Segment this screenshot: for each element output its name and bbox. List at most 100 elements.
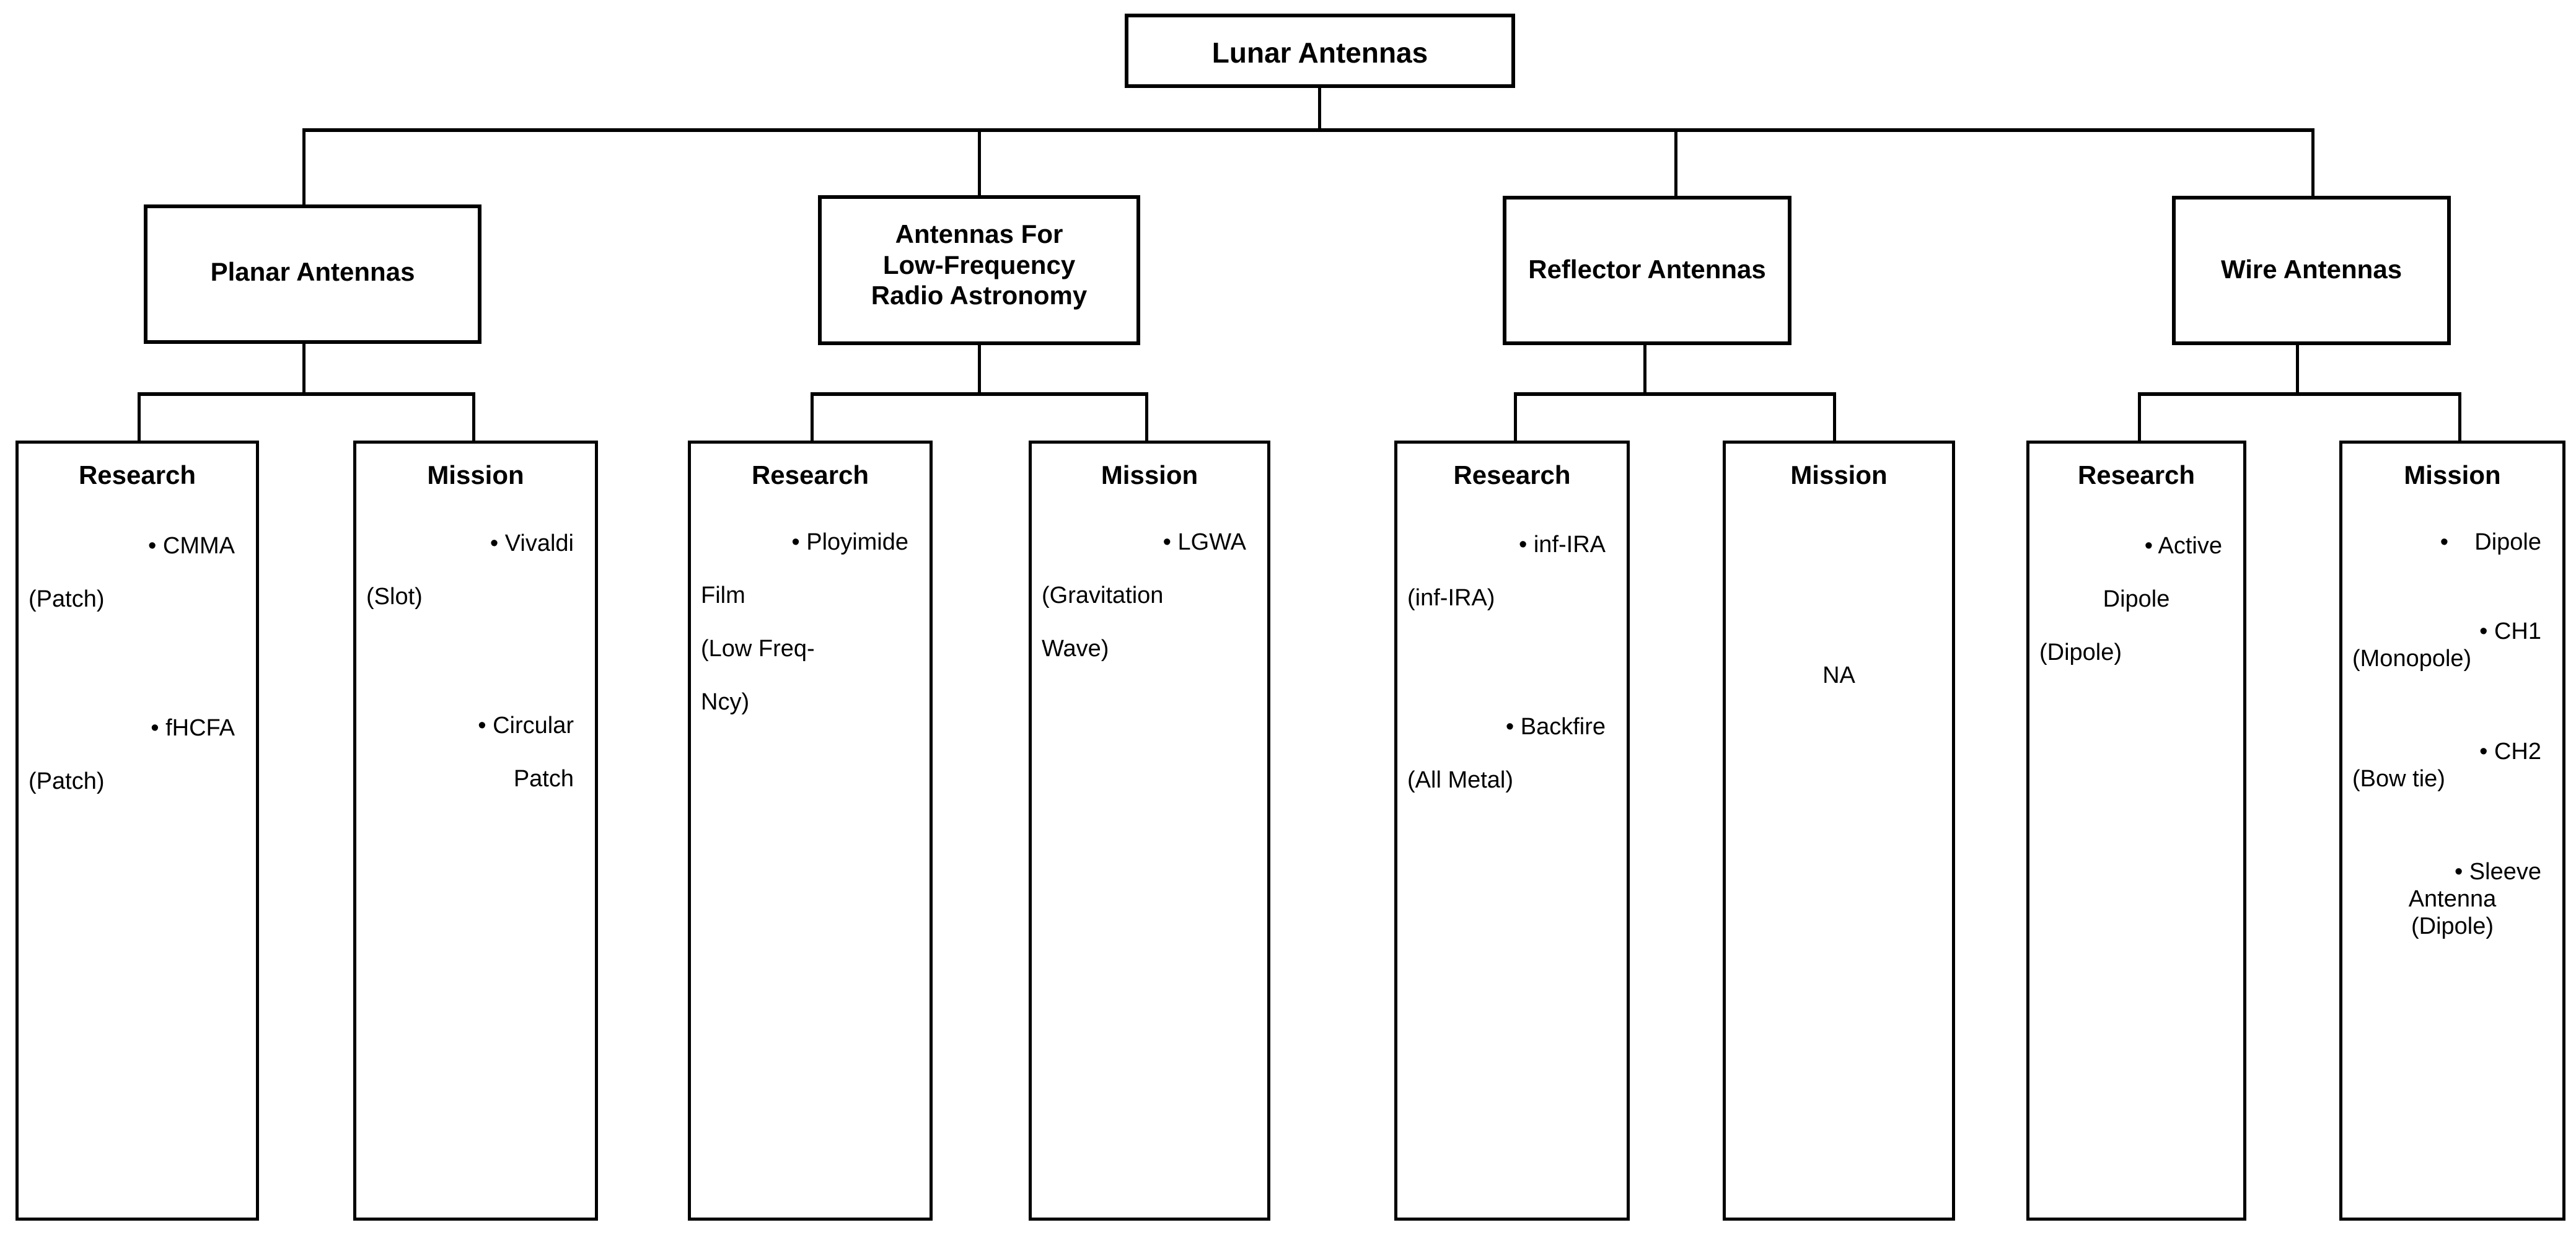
leaf-line: Dipole [2103,586,2170,612]
leaf-line-spacer [356,608,595,714]
leaf-line: (Patch) [29,768,105,794]
leaf-line-spacer [1032,554,1267,584]
leaf-low-frequency-mission-heading: Mission [1101,460,1198,489]
leaf-planar-research[interactable]: Research • CMMA (Patch) • fHCFA (Patch) [15,441,259,1221]
node-reflector-antennas[interactable]: Reflector Antennas [1503,196,1791,345]
leaf-line: • CMMA [148,533,235,559]
leaf-line: • inf-IRA [1519,532,1606,558]
leaf-line: • LGWA [1163,529,1246,555]
node-low-frequency-line-1: Antennas For [895,219,1063,248]
leaf-line-spacer [691,607,930,637]
leaf-line-spacer [2342,670,2562,740]
leaf-line-spacer [19,740,256,770]
connector-planar-drop [302,344,306,393]
leaf-wire-mission-heading: Mission [2404,460,2501,489]
leaf-planar-research-body: • CMMA (Patch) • fHCFA (Patch) [19,534,256,793]
connector-reflector-to-research [1514,392,1517,442]
leaf-line: Film [701,582,745,608]
leaf-line: • Ployimide [791,529,908,555]
leaf-line: • fHCFA [151,715,235,741]
connector-planar-bus [138,392,475,396]
connector-planar-to-research [138,392,141,442]
leaf-reflector-research[interactable]: Research • inf-IRA (inf-IRA) • Backfire … [1394,441,1630,1221]
leaf-wire-research-body: • Active Dipole (Dipole) [2029,534,2243,664]
node-lunar-antennas-label: Lunar Antennas [1211,37,1428,69]
node-planar-antennas-label: Planar Antennas [210,257,415,286]
leaf-line: (Dipole) [2411,913,2494,939]
leaf-line-spacer [691,661,930,690]
leaf-line: (Patch) [29,586,105,612]
leaf-reflector-research-heading: Research [1453,460,1571,489]
connector-bus-to-planar [302,128,306,206]
leaf-planar-research-heading: Research [78,460,196,489]
leaf-line-spacer [691,554,930,584]
leaf-line: Wave) [1042,636,1109,662]
leaf-line-spacer [356,555,595,585]
leaf-line: (Dipole) [2039,639,2122,665]
leaf-line: • Circular [478,713,574,739]
leaf-line-spacer [2342,791,2562,860]
node-lunar-antennas[interactable]: Lunar Antennas [1125,14,1515,88]
node-low-frequency-line-2: Low-Frequency [882,250,1076,279]
leaf-line-spacer [1397,556,1627,586]
leaf-line: • Sleeve [2454,859,2541,885]
node-low-frequency-antennas-label: Antennas For Low-Frequency Radio Astrono… [822,219,1136,311]
leaf-line-spacer [2029,558,2243,587]
node-planar-antennas[interactable]: Planar Antennas [144,204,481,344]
leaf-low-frequency-mission-body: • LGWA (Gravitation Wave) [1032,530,1267,661]
leaf-line: NA [1822,662,1855,688]
connector-low-frequency-drop [978,345,981,393]
connector-wire-drop [2296,345,2299,393]
node-wire-antennas[interactable]: Wire Antennas [2172,196,2451,345]
leaf-line-spacer [2342,554,2562,620]
leaf-low-frequency-research[interactable]: Research • Ployimide Film (Low Freq- Ncy… [688,441,933,1221]
connector-wire-to-research [2138,392,2141,442]
leaf-wire-research[interactable]: Research • Active Dipole (Dipole) [2026,441,2246,1221]
connector-bus-to-wire [2311,128,2314,196]
leaf-reflector-mission[interactable]: Mission NA [1723,441,1955,1221]
leaf-line: • Active [2144,533,2222,559]
leaf-line: Antenna [2408,886,2497,912]
connector-reflector-to-mission [1833,392,1836,442]
leaf-line: Ncy) [701,689,750,715]
leaf-line: (Gravitation [1042,582,1164,608]
leaf-line-spacer [356,737,595,767]
leaf-line: (inf-IRA) [1407,585,1495,611]
connector-reflector-bus [1514,392,1836,396]
connector-root-drop [1318,88,1321,130]
connector-wire-to-mission [2458,392,2461,442]
connector-wire-bus [2138,392,2461,396]
node-low-frequency-line-3: Radio Astronomy [871,281,1088,310]
leaf-line: (Bow tie) [2352,766,2445,792]
leaf-wire-mission[interactable]: Mission • Dipole • CH1 (Monopole) • CH2 … [2339,441,2565,1221]
leaf-wire-research-heading: Research [2077,460,2196,489]
leaf-low-frequency-mission[interactable]: Mission • LGWA (Gravitation Wave) [1029,441,1270,1221]
leaf-line-spacer [1397,739,1627,768]
leaf-line-spacer [2029,611,2243,641]
leaf-low-frequency-research-body: • Ployimide Film (Low Freq- Ncy) [691,530,930,714]
connector-low-frequency-to-mission [1145,392,1148,442]
leaf-reflector-mission-heading: Mission [1790,460,1888,489]
connector-bus-to-reflector [1674,128,1677,196]
connector-low-frequency-to-research [811,392,814,442]
connector-low-frequency-bus [811,392,1148,396]
leaf-line-spacer [1032,607,1267,637]
leaf-line-spacer [19,611,256,716]
leaf-line: • CH1 [2479,618,2541,644]
leaf-line: (All Metal) [1407,767,1514,793]
leaf-reflector-research-body: • inf-IRA (inf-IRA) • Backfire (All Meta… [1397,533,1627,792]
node-low-frequency-antennas[interactable]: Antennas For Low-Frequency Radio Astrono… [818,195,1140,345]
leaf-line-spacer [1397,610,1627,715]
leaf-line: (Monopole) [2352,646,2472,672]
leaf-planar-mission-body: • Vivaldi (Slot) • Circular Patch [356,532,595,791]
node-reflector-antennas-label: Reflector Antennas [1528,255,1766,284]
leaf-low-frequency-research-heading: Research [751,460,869,489]
leaf-line: • Dipole [2440,529,2541,555]
leaf-line: Patch [513,766,574,792]
leaf-line-spacer [19,558,256,587]
connector-level2-bus [302,128,2313,132]
leaf-line: • Vivaldi [490,530,574,556]
leaf-planar-mission-heading: Mission [427,460,524,489]
leaf-planar-mission[interactable]: Mission • Vivaldi (Slot) • Circular Patc… [353,441,598,1221]
